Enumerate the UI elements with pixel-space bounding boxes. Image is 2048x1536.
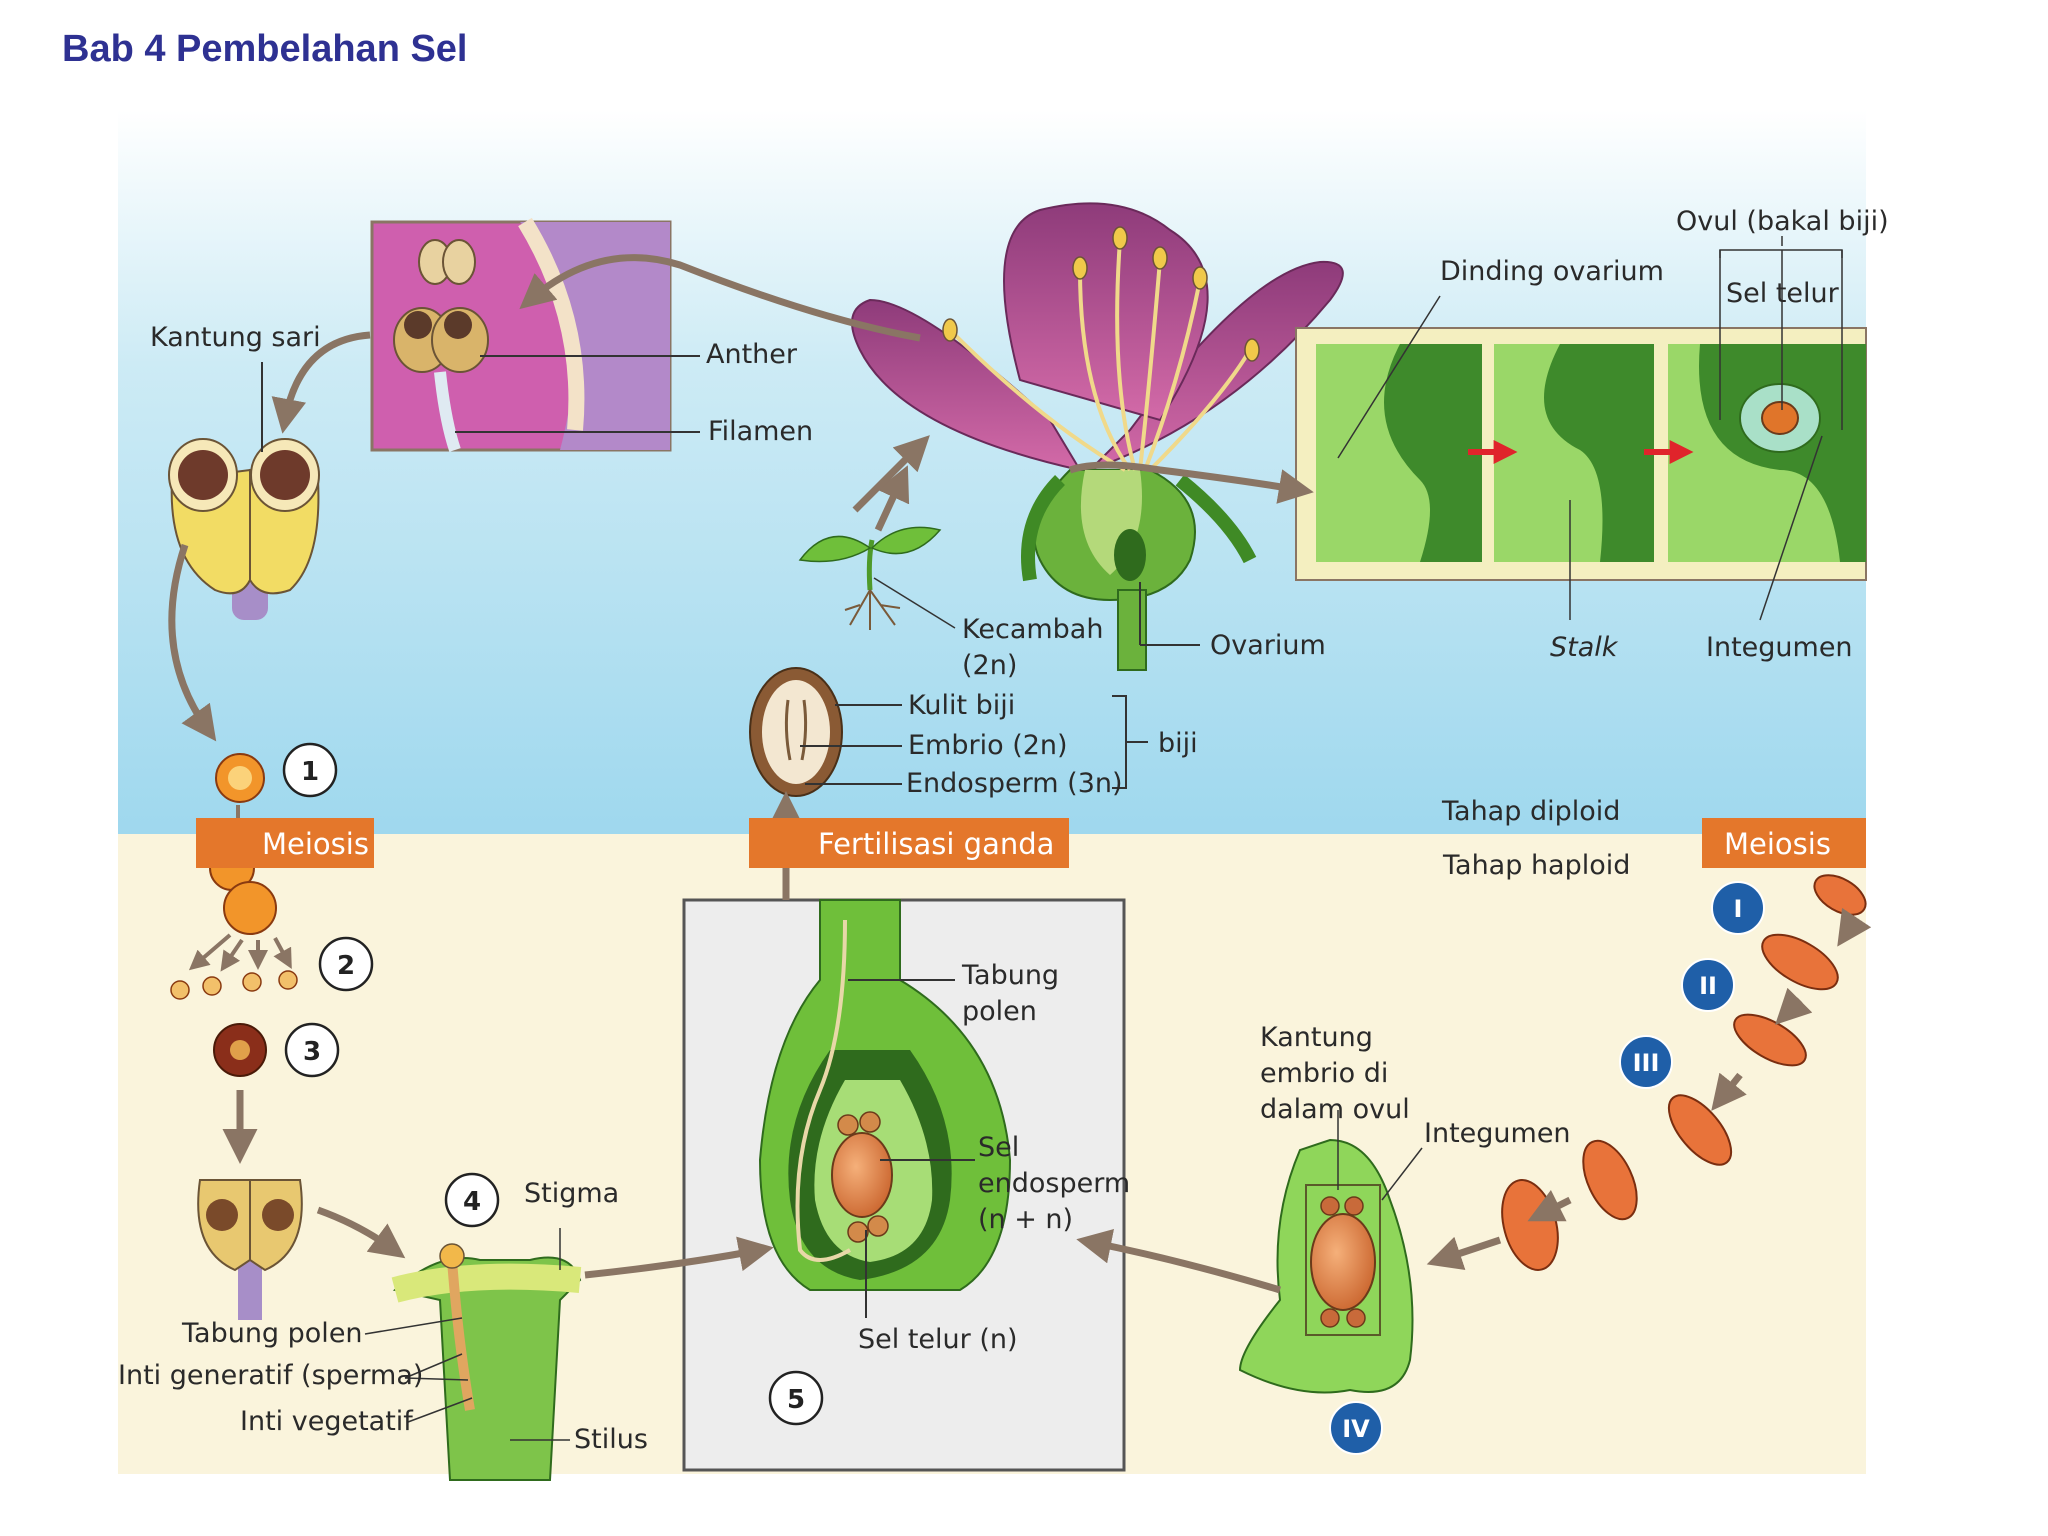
meiosis-left-banner (196, 818, 374, 868)
label-kantung-embrio-2: embrio di (1260, 1058, 1388, 1089)
step-5-number: 5 (787, 1385, 805, 1415)
label-inti-generatif: Inti generatif (sperma) (118, 1360, 423, 1391)
banner-fertilisasi-text: Fertilisasi ganda (818, 827, 1054, 861)
label-tahap-diploid: Tahap diploid (1441, 796, 1620, 827)
label-endosperm: Endosperm (3n) (906, 768, 1123, 799)
page-title: Bab 4 Pembelahan Sel (62, 28, 468, 70)
label-tabung-polen: Tabung polen (181, 1318, 363, 1349)
anther-drawing (168, 438, 320, 620)
step-2-number: 2 (337, 951, 355, 981)
label-sel-telur: Sel telur (1726, 278, 1840, 309)
label-stilus: Stilus (574, 1424, 648, 1455)
label-integumen-top: Integumen (1706, 632, 1853, 663)
flower-stamens (948, 239, 1252, 472)
label-filamen: Filamen (708, 416, 813, 447)
step-1-number: 1 (301, 757, 319, 787)
label-stigma: Stigma (524, 1178, 619, 1209)
megaspore-cells (1501, 874, 1867, 1271)
ovule-development-strip (1295, 327, 1867, 581)
seedling-drawing (798, 526, 942, 630)
label-sel-endosperm-1: Sel (978, 1132, 1019, 1163)
label-kulit-biji: Kulit biji (908, 690, 1015, 721)
label-embrio: Embrio (2n) (908, 730, 1068, 761)
label-dinding-ovarium: Dinding ovarium (1440, 256, 1664, 287)
label-stalk: Stalk (1550, 632, 1619, 663)
label-tabung-polen-box-1: Tabung (961, 960, 1059, 991)
stamen-tips (942, 226, 1260, 362)
mature-anther-drawing (197, 1179, 303, 1320)
label-sel-endosperm-3: (n + n) (978, 1204, 1073, 1235)
meiosis-right-banner (1702, 818, 1866, 868)
label-sel-endosperm-2: endosperm (978, 1168, 1130, 1199)
label-inti-vegetatif: Inti vegetatif (240, 1406, 414, 1437)
label-ovarium: Ovarium (1210, 630, 1326, 661)
cycle-arrows (168, 254, 1872, 1294)
fertilization-box (682, 898, 1126, 1472)
label-ovul: Ovul (bakal biji) (1676, 206, 1889, 237)
label-kantung-embrio-3: dalam ovul (1260, 1094, 1410, 1125)
label-integumen-bottom: Integumen (1424, 1118, 1571, 1149)
stage-i-label: I (1734, 895, 1743, 923)
stage-iv-label: IV (1342, 1415, 1370, 1443)
flower-drawing (851, 202, 1344, 671)
step-4-number: 4 (463, 1187, 481, 1217)
label-tahap-haploid: Tahap haploid (1442, 850, 1630, 881)
banner-meiosis-right-text: Meiosis (1724, 827, 1831, 861)
stage-iii-label: III (1633, 1049, 1660, 1077)
label-sel-telur-n: Sel telur (n) (858, 1324, 1018, 1355)
fertilization-banner (749, 818, 1069, 868)
pistil-drawing (391, 1243, 582, 1481)
label-kantung-sari: Kantung sari (150, 322, 321, 353)
stage-badges (1329, 881, 1765, 1455)
step-3-number: 3 (303, 1037, 321, 1067)
stage-ii-label: II (1699, 972, 1717, 1000)
step-circles (282, 742, 824, 1426)
banner-meiosis-left-text: Meiosis (262, 827, 369, 861)
label-kantung-embrio-1: Kantung (1260, 1022, 1373, 1053)
label-kecambah-2n: (2n) (962, 650, 1017, 681)
microspore-cells (170, 753, 298, 1077)
label-kecambah: Kecambah (962, 614, 1103, 645)
label-biji: biji (1158, 728, 1198, 759)
label-tabung-polen-box-2: polen (962, 996, 1037, 1027)
seed-drawing (749, 667, 843, 797)
label-anther: Anther (706, 339, 798, 370)
